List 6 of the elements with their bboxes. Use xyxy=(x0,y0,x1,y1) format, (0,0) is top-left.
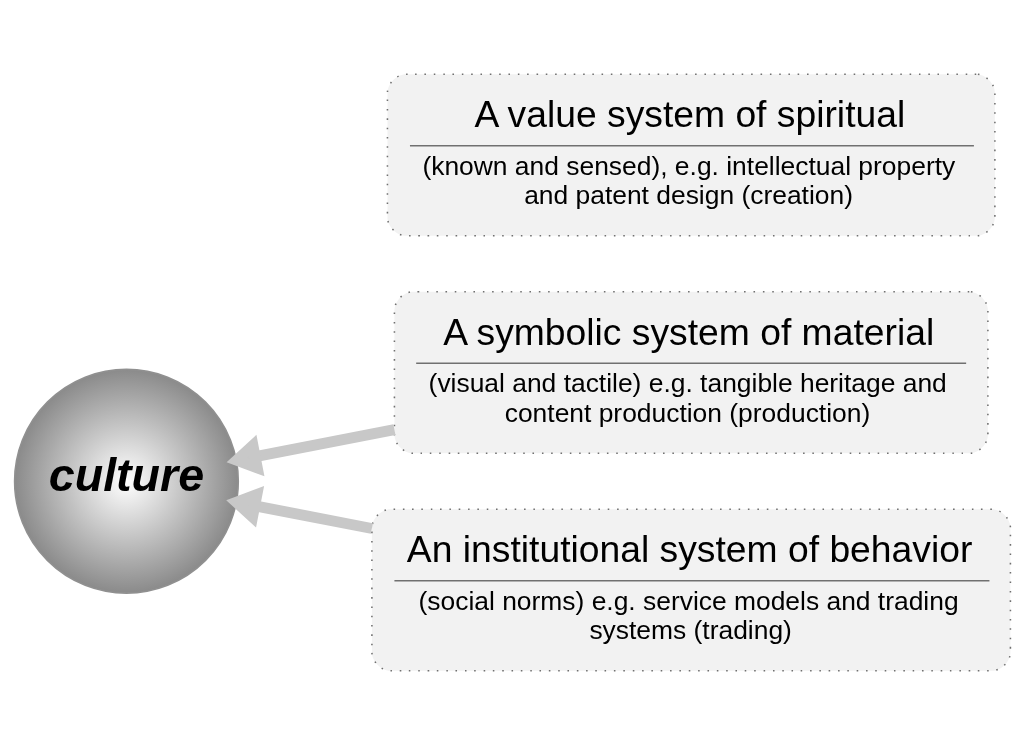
node-box: A value system of spiritual (known and sensed), e.g. intellectual property and patent design (creation) xyxy=(386,72,996,237)
node-circle: culture xyxy=(13,368,240,594)
node-box: An institutional system of behavior (social norms) e.g. service models and trading systems (trading) xyxy=(371,507,1012,672)
node-box: A symbolic system of material (visual and tactile) e.g. tangible heritage and content production (production) xyxy=(393,290,989,454)
arrow xyxy=(226,423,396,476)
arrow xyxy=(226,485,373,534)
